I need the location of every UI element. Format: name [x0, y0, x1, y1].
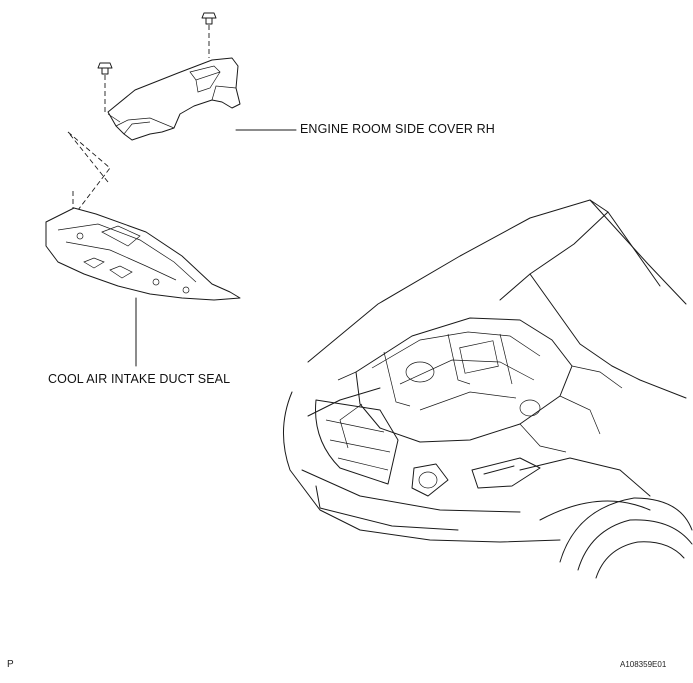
label-duct-seal: COOL AIR INTAKE DUCT SEAL [48, 372, 231, 386]
clip-upper [201, 12, 217, 58]
clip-left [97, 62, 113, 113]
figure-code: A108359E01 [620, 660, 667, 669]
label-side-cover: ENGINE ROOM SIDE COVER RH [300, 122, 495, 136]
fastener-path [67, 131, 111, 211]
corner-mark: P [7, 659, 14, 670]
vehicle-front [283, 199, 693, 579]
engine-room-side-cover [107, 57, 241, 141]
cool-air-intake-duct-seal [45, 207, 241, 301]
